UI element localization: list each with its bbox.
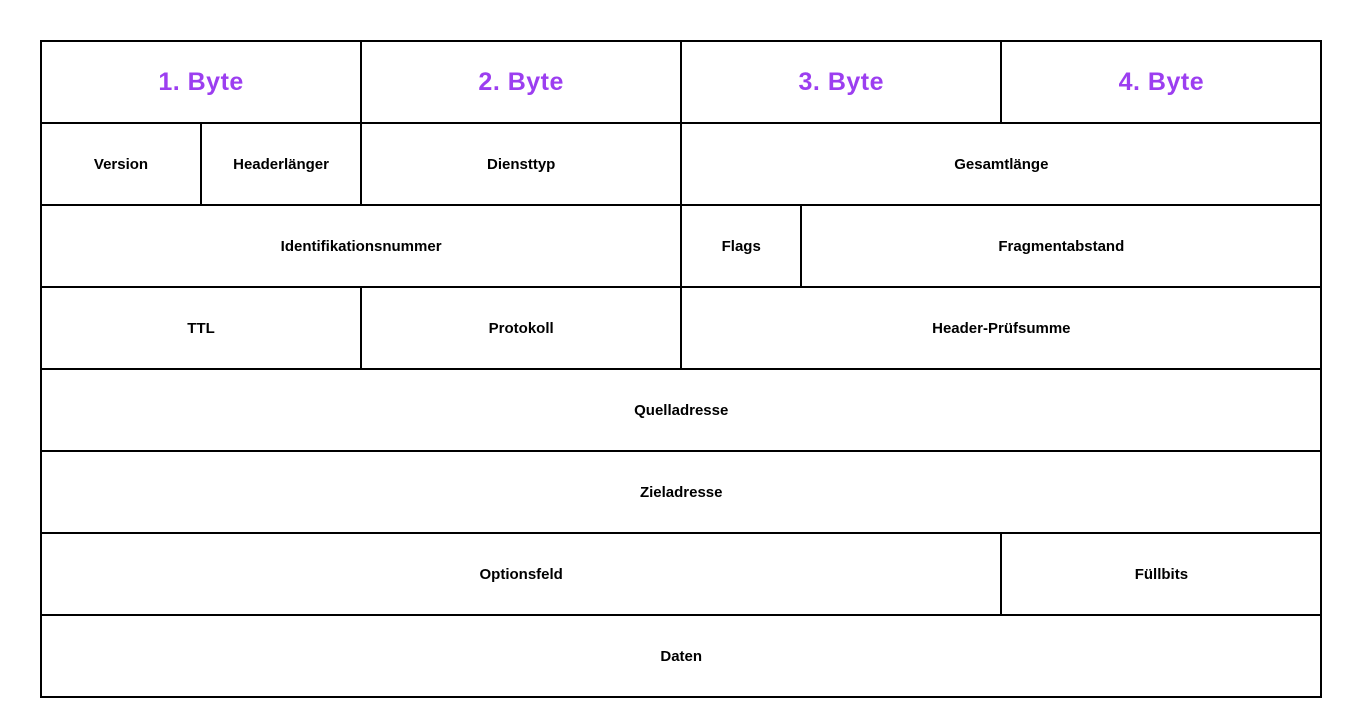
field-protokoll: Protokoll [360,286,683,370]
row-source: Quelladresse [39,368,1323,452]
field-fuellbits: Füllbits [1000,532,1323,616]
byte-header-3: 3. Byte [680,40,1003,124]
field-fragmentabstand: Fragmentabstand [800,204,1323,288]
field-flags: Flags [680,204,803,288]
field-version: Version [40,122,202,206]
row-options: Optionsfeld Füllbits [39,532,1323,616]
field-daten: Daten [39,614,1323,698]
ip-header-table: 1. Byte 2. Byte 3. Byte 4. Byte Version … [39,40,1323,698]
byte-header-row: 1. Byte 2. Byte 3. Byte 4. Byte [39,40,1323,124]
field-gesamtlaenge: Gesamtlänge [680,122,1323,206]
field-header-pruefsumme: Header-Prüfsumme [680,286,1323,370]
row-identification: Identifikationsnummer Flags Fragmentabst… [39,204,1323,288]
row-version: Version Headerlänger Diensttyp Gesamtlän… [40,122,1323,206]
row-ttl: TTL Protokoll Header-Prüfsumme [39,286,1323,370]
row-destination: Zieladresse [39,450,1323,534]
field-identifikationsnummer: Identifikationsnummer [39,204,683,288]
field-diensttyp: Diensttyp [360,122,683,206]
field-quelladresse: Quelladresse [39,368,1323,452]
field-optionsfeld: Optionsfeld [39,532,1003,616]
row-data: Daten [39,614,1323,698]
field-ttl: TTL [39,286,363,370]
byte-header-4: 4. Byte [1000,40,1323,124]
byte-header-1: 1. Byte [39,40,363,124]
ip-header-diagram: 1. Byte 2. Byte 3. Byte 4. Byte Version … [39,40,1323,698]
byte-header-2: 2. Byte [360,40,683,124]
field-zieladresse: Zieladresse [39,450,1323,534]
field-headerlaenge: Headerlänger [199,122,363,206]
